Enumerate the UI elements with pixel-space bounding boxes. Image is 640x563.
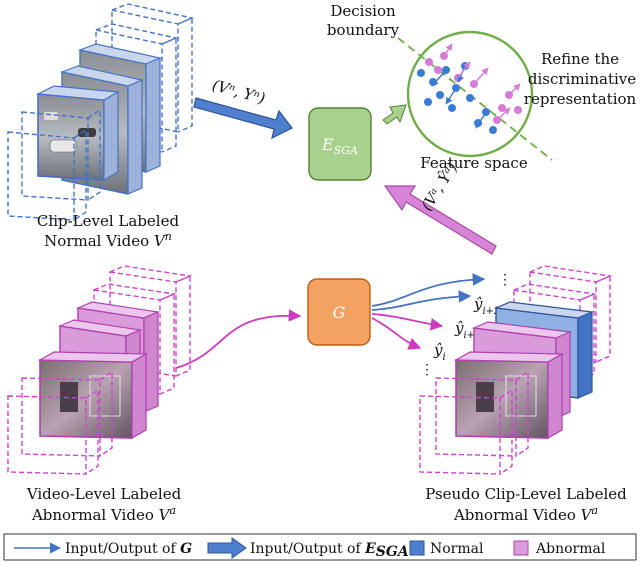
pseudo-video-caption-line2: Abnormal Video Va (453, 504, 598, 524)
g-box (307, 278, 371, 346)
legend-normal-swatch (409, 540, 425, 556)
feature-space-caption: Feature space (420, 154, 528, 172)
arrow-normal-to-esga (193, 97, 293, 140)
legend-item-normal: Normal (430, 541, 484, 557)
g-output-arrows (371, 273, 486, 350)
pseudo-label-yi2: ŷi+2 (473, 295, 500, 317)
legend-item-abnormal: Abnormal (535, 541, 606, 557)
legend: Input/Output of G Input/Output of ESGA N… (3, 533, 637, 561)
legend-abnormal-swatch (513, 540, 529, 556)
pseudo-video-caption-line1: Pseudo Clip-Level Labeled (425, 485, 627, 503)
pseudo-dots-top: ⋮ (498, 272, 512, 288)
decision-boundary-line (397, 37, 553, 161)
refine-arrows (431, 43, 521, 129)
normal-video-stack (7, 3, 195, 221)
pseudo-video-stack (419, 265, 613, 475)
refine-label-line1: Refine the (541, 50, 619, 68)
arrow-abnormal-to-g (175, 309, 302, 369)
arrow-normal-label: (Vⁿ, Yⁿ) (210, 76, 267, 107)
decision-boundary-label-line1: Decision (330, 2, 396, 20)
arrow-pseudo-to-esga (383, 185, 497, 255)
pseudo-label-yi: ŷi (433, 341, 446, 363)
legend-item-g: Input/Output of G (65, 541, 192, 557)
decision-boundary-label-line2: boundary (327, 21, 400, 39)
g-label: G (333, 303, 346, 322)
pseudo-label-yi1: ŷi+1 (454, 319, 481, 341)
esga-label: ESGA (321, 135, 358, 157)
legend-item-esga: Input/Output of ESGA (250, 541, 409, 560)
abnormal-video-stack (7, 265, 193, 475)
pseudo-dots-bottom: ⋮ (420, 362, 434, 378)
refine-label-line2: discriminative (528, 70, 636, 88)
legend-esga-arrow (207, 537, 247, 559)
refine-label-line3: representation (524, 90, 637, 108)
esga-box (308, 107, 372, 181)
abnormal-video-caption-line2: Abnormal Video Va (31, 504, 176, 524)
normal-video-caption-line1: Clip-Level Labeled (37, 212, 180, 230)
normal-video-caption-line2: Normal Video Vn (44, 230, 172, 250)
arrow-esga-to-feature (382, 104, 407, 125)
abnormal-video-caption-line1: Video-Level Labeled (26, 485, 182, 503)
